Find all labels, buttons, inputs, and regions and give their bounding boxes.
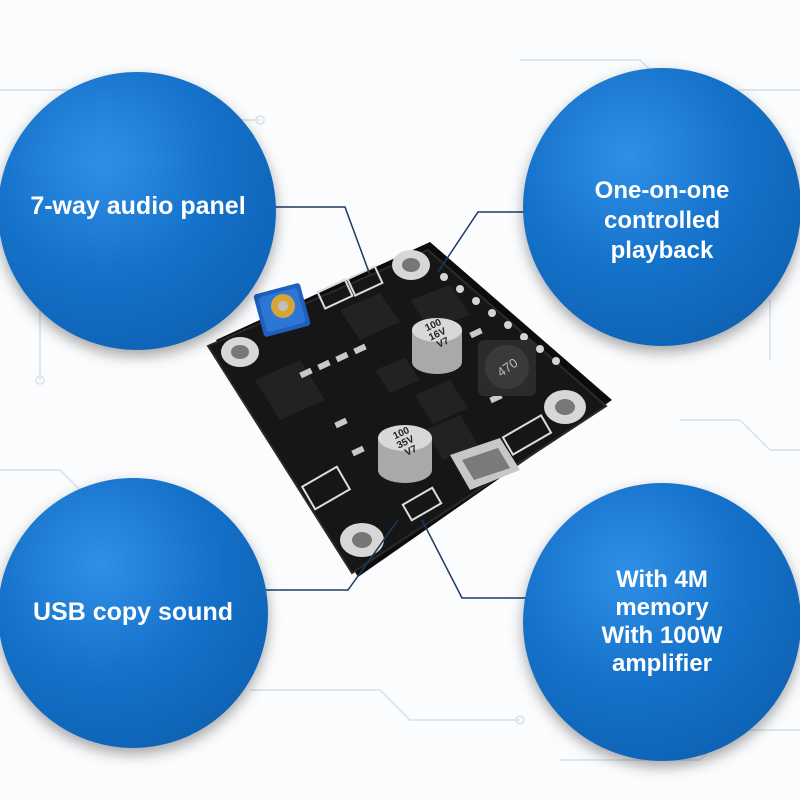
silkscreen bbox=[300, 265, 553, 522]
cap-top-marking: 100 16V V7 bbox=[423, 316, 455, 353]
audio-panel-label: 7-way audio panel bbox=[30, 192, 246, 220]
memory-amplifier-label: With 4M memory With 100W amplifier bbox=[523, 566, 800, 678]
memory-line-2: memory bbox=[615, 594, 709, 621]
playback-label: One-on-one controlled playback bbox=[523, 176, 800, 266]
playback-line-1: One-on-one bbox=[594, 177, 730, 204]
playback-line-2: controlled bbox=[603, 207, 720, 234]
amplifier-line-2: amplifier bbox=[611, 650, 713, 677]
callout-memory-amplifier bbox=[523, 483, 800, 761]
amplifier-line-1: With 100W bbox=[601, 622, 723, 649]
callout-playback bbox=[523, 68, 800, 346]
usb-copy-label: USB copy sound bbox=[32, 598, 233, 626]
callout-audio-panel bbox=[0, 72, 276, 350]
header-pins bbox=[440, 273, 560, 365]
mounting-holes bbox=[221, 250, 586, 557]
callout-lines bbox=[248, 206, 540, 599]
capacitor-top: 100 16V V7 bbox=[412, 316, 462, 374]
capacitor-bottom: 100 35V V7 bbox=[378, 424, 432, 483]
micro-usb-port bbox=[450, 438, 520, 490]
potentiometer bbox=[253, 283, 311, 337]
cap-bottom-marking: 100 35V V7 bbox=[391, 424, 423, 461]
memory-line-1: With 4M bbox=[616, 566, 708, 593]
callout-usb-copy bbox=[0, 478, 268, 748]
pcb-board bbox=[206, 242, 612, 577]
ic-chips bbox=[255, 285, 478, 460]
playback-line-3: playback bbox=[610, 237, 714, 264]
inductor: 470 bbox=[478, 340, 536, 396]
